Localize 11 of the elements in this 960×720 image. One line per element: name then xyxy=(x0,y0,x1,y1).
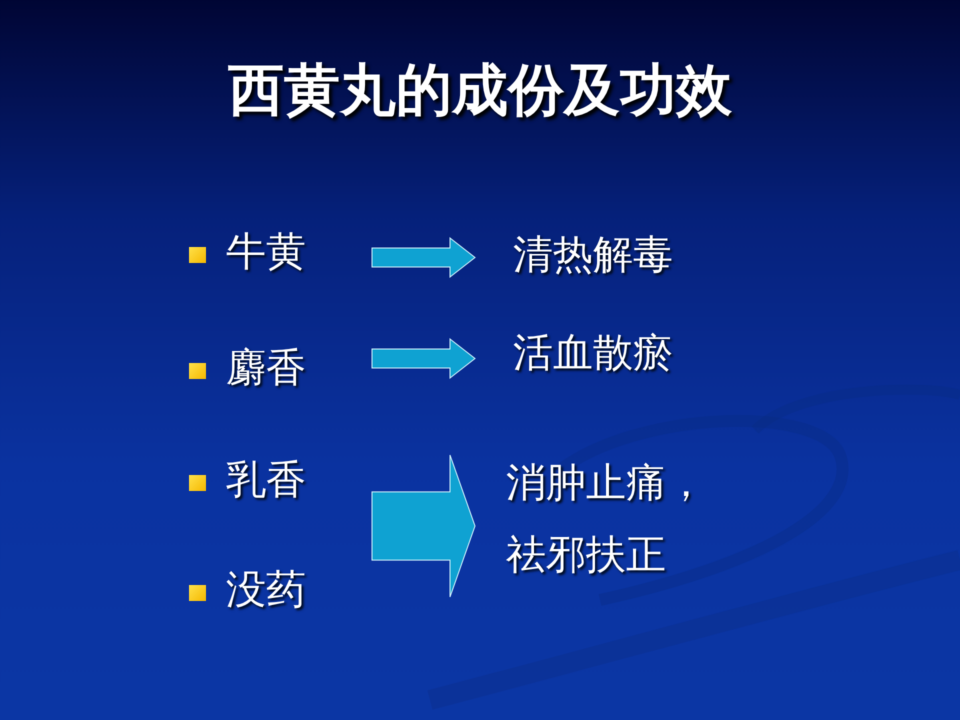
herb-name: 没药 xyxy=(226,570,306,610)
effect-text: 活血散瘀 xyxy=(513,333,673,373)
effect-text: 消肿止痛，祛邪扶正 xyxy=(506,447,712,591)
herb-name: 乳香 xyxy=(226,460,306,500)
herb-name: 麝香 xyxy=(226,348,306,388)
slide-title: 西黄丸的成份及功效 xyxy=(228,58,732,122)
block-arrow xyxy=(372,338,476,380)
block-arrow xyxy=(372,454,476,598)
herb-name: 牛黄 xyxy=(226,232,306,272)
effect-text: 清热解毒 xyxy=(513,235,673,275)
block-arrow xyxy=(372,236,476,278)
